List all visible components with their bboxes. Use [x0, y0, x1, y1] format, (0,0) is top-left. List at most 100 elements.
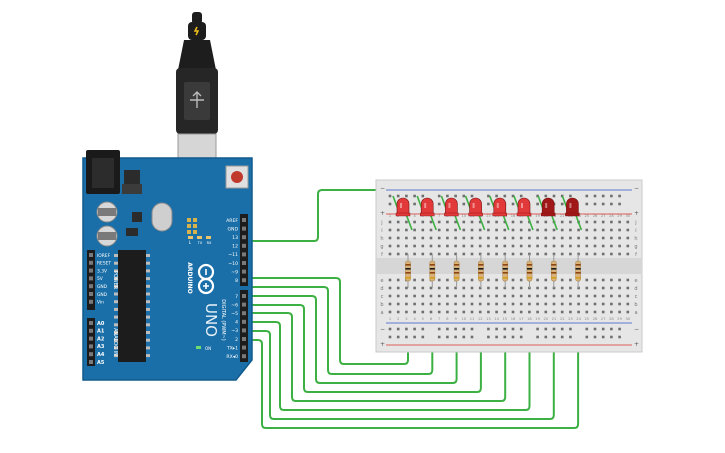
breadboard-hole[interactable]: [413, 310, 416, 314]
breadboard-hole[interactable]: [519, 220, 523, 224]
breadboard-hole[interactable]: [593, 335, 597, 339]
breadboard-hole[interactable]: [626, 286, 630, 290]
breadboard-hole[interactable]: [478, 252, 482, 256]
breadboard-hole[interactable]: [519, 294, 523, 298]
breadboard-hole[interactable]: [388, 244, 392, 248]
breadboard-hole[interactable]: [569, 327, 572, 331]
breadboard-hole[interactable]: [495, 302, 498, 306]
power-pin[interactable]: [89, 276, 93, 281]
breadboard-hole[interactable]: [487, 302, 490, 306]
breadboard-hole[interactable]: [470, 252, 474, 256]
breadboard-hole[interactable]: [511, 286, 515, 290]
resistor[interactable]: [550, 260, 557, 282]
breadboard-hole[interactable]: [569, 252, 572, 256]
breadboard-hole[interactable]: [536, 194, 539, 198]
breadboard-hole[interactable]: [388, 220, 392, 224]
breadboard-hole[interactable]: [470, 310, 474, 314]
led[interactable]: [396, 197, 410, 215]
breadboard-hole[interactable]: [511, 244, 515, 248]
breadboard-hole[interactable]: [495, 252, 498, 256]
breadboard-hole[interactable]: [413, 327, 416, 331]
digital-pin[interactable]: [242, 294, 246, 298]
breadboard-hole[interactable]: [405, 220, 408, 224]
breadboard-hole[interactable]: [618, 244, 621, 248]
breadboard-hole[interactable]: [560, 302, 564, 306]
breadboard-hole[interactable]: [454, 286, 457, 290]
wire[interactable]: [245, 286, 434, 375]
breadboard-hole[interactable]: [544, 244, 548, 248]
breadboard-hole[interactable]: [569, 294, 572, 298]
breadboard-hole[interactable]: [528, 302, 531, 306]
breadboard-hole[interactable]: [454, 302, 457, 306]
breadboard-hole[interactable]: [413, 202, 416, 206]
power-pin[interactable]: [89, 260, 93, 265]
breadboard-hole[interactable]: [618, 236, 621, 240]
breadboard-hole[interactable]: [405, 236, 408, 240]
breadboard-hole[interactable]: [421, 252, 425, 256]
breadboard-hole[interactable]: [413, 194, 416, 198]
digital-pin[interactable]: [242, 269, 246, 274]
breadboard-hole[interactable]: [569, 228, 572, 232]
breadboard-hole[interactable]: [610, 294, 613, 298]
breadboard-hole[interactable]: [618, 194, 621, 198]
breadboard-hole[interactable]: [519, 278, 523, 282]
breadboard-hole[interactable]: [388, 310, 392, 314]
breadboard-hole[interactable]: [536, 294, 539, 298]
breadboard-hole[interactable]: [470, 302, 474, 306]
breadboard-hole[interactable]: [421, 335, 425, 339]
breadboard-hole[interactable]: [429, 294, 433, 298]
breadboard-hole[interactable]: [437, 335, 441, 339]
power-pin[interactable]: [89, 292, 93, 296]
breadboard-hole[interactable]: [536, 236, 539, 240]
breadboard-hole[interactable]: [560, 220, 564, 224]
breadboard-hole[interactable]: [388, 286, 392, 290]
breadboard-hole[interactable]: [429, 252, 433, 256]
breadboard-hole[interactable]: [536, 327, 539, 331]
breadboard-hole[interactable]: [511, 335, 515, 339]
breadboard-hole[interactable]: [503, 194, 507, 198]
breadboard-hole[interactable]: [495, 286, 498, 290]
breadboard-hole[interactable]: [601, 244, 605, 248]
breadboard-hole[interactable]: [478, 228, 482, 232]
breadboard-hole[interactable]: [593, 202, 597, 206]
analog-pin[interactable]: [89, 321, 93, 325]
breadboard-hole[interactable]: [405, 252, 408, 256]
breadboard-hole[interactable]: [396, 244, 400, 248]
breadboard-hole[interactable]: [618, 252, 621, 256]
resistor[interactable]: [478, 260, 484, 282]
breadboard-hole[interactable]: [618, 327, 621, 331]
breadboard-hole[interactable]: [478, 302, 482, 306]
breadboard-hole[interactable]: [569, 194, 572, 198]
breadboard-hole[interactable]: [437, 236, 441, 240]
breadboard-hole[interactable]: [470, 220, 474, 224]
breadboard-hole[interactable]: [388, 202, 392, 206]
breadboard-hole[interactable]: [413, 244, 416, 248]
breadboard-hole[interactable]: [536, 286, 539, 290]
breadboard-hole[interactable]: [601, 278, 605, 282]
breadboard-hole[interactable]: [577, 294, 580, 298]
breadboard-hole[interactable]: [503, 220, 507, 224]
breadboard-hole[interactable]: [495, 228, 498, 232]
breadboard-hole[interactable]: [511, 194, 515, 198]
breadboard-hole[interactable]: [396, 286, 400, 290]
breadboard-hole[interactable]: [585, 327, 589, 331]
breadboard-hole[interactable]: [396, 252, 400, 256]
breadboard-hole[interactable]: [421, 310, 425, 314]
breadboard-hole[interactable]: [429, 228, 433, 232]
breadboard-hole[interactable]: [528, 310, 531, 314]
breadboard-hole[interactable]: [495, 194, 498, 198]
breadboard-hole[interactable]: [413, 252, 416, 256]
breadboard-hole[interactable]: [577, 228, 580, 232]
breadboard-hole[interactable]: [462, 252, 466, 256]
breadboard-hole[interactable]: [446, 244, 449, 248]
resistor[interactable]: [526, 260, 533, 282]
breadboard-hole[interactable]: [593, 286, 597, 290]
breadboard-hole[interactable]: [593, 228, 597, 232]
breadboard-hole[interactable]: [585, 252, 589, 256]
breadboard-hole[interactable]: [421, 286, 425, 290]
resistor[interactable]: [453, 260, 460, 282]
breadboard-hole[interactable]: [569, 310, 572, 314]
breadboard-hole[interactable]: [536, 278, 539, 282]
wire[interactable]: [245, 311, 555, 420]
breadboard-hole[interactable]: [560, 327, 564, 331]
